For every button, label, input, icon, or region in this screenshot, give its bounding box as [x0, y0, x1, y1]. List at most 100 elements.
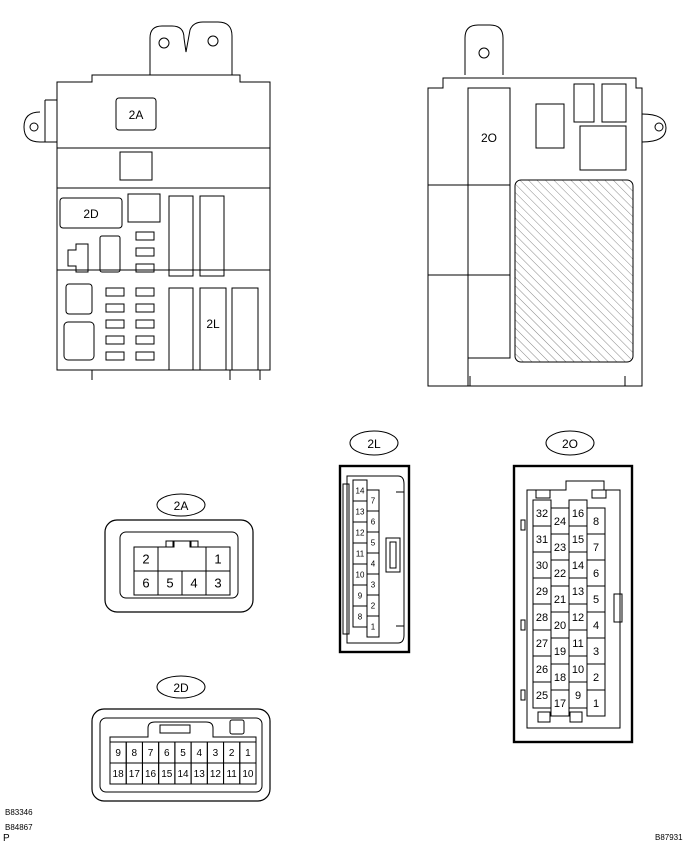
pin-2a-2: 2	[142, 552, 149, 567]
pins-2a: 2 1 6 5 4 3	[133, 546, 231, 596]
pin-2d-5: 5	[180, 748, 186, 759]
pin-2d-14: 14	[177, 769, 189, 780]
pin-2o-30: 30	[536, 560, 548, 572]
title-2d: 2D	[173, 681, 189, 695]
pin-2l-11: 11	[356, 549, 365, 558]
pin-2l-9: 9	[358, 591, 363, 600]
pin-2o-17: 17	[554, 698, 566, 710]
pin-2o-8: 8	[593, 516, 599, 528]
pins-2l: 14 13 12 11 10 9 8 7 6 5 4 3 2 1	[352, 479, 380, 638]
pin-2l-1-cell	[366, 615, 380, 638]
pin-2o-6: 6	[593, 568, 599, 580]
title-2o: 2O	[562, 437, 578, 451]
pin-2o-5: 5	[593, 594, 599, 606]
pin-2o-26: 26	[536, 664, 548, 676]
pin-2d-12: 12	[210, 769, 222, 780]
pin-2a-4: 4	[190, 576, 197, 591]
pin-2o-18: 18	[554, 672, 566, 684]
pin-2d-16: 16	[145, 769, 157, 780]
pin-2l-7: 7	[371, 496, 376, 505]
connector-2o	[512, 464, 634, 744]
pin-2o-1: 1	[593, 698, 599, 710]
title-bubble-2l	[349, 430, 399, 456]
pin-2o-24: 24	[554, 516, 566, 528]
pin-2a-3-cell	[205, 570, 231, 596]
pin-2o-14: 14	[572, 560, 584, 572]
title-bubble-2d	[156, 675, 206, 699]
pin-2d-6: 6	[164, 748, 170, 759]
ref-code-1: B83346	[5, 808, 33, 817]
connector-2a	[104, 519, 254, 613]
pins-2o: 3231302928272625242322212019181716151413…	[532, 499, 606, 717]
pin-2o-12: 12	[572, 612, 584, 624]
pin-2o-29: 29	[536, 586, 548, 598]
label-2d-socket: 2D	[83, 207, 99, 221]
label-2o-socket: 2O	[481, 131, 497, 145]
pin-2o-19: 19	[554, 646, 566, 658]
pin-2d-7: 7	[148, 748, 154, 759]
pin-2d-15: 15	[161, 769, 173, 780]
pin-2d-11: 11	[226, 769, 237, 780]
pin-2o-7: 7	[593, 542, 599, 554]
pin-2o-25: 25	[536, 690, 548, 702]
pin-2a-5: 5	[166, 576, 173, 591]
pin-2o-31: 31	[536, 534, 548, 546]
pin-2o-11: 11	[572, 638, 583, 650]
junction-block-right	[427, 24, 667, 387]
pin-2l-8: 8	[358, 612, 363, 621]
label-2a-socket: 2A	[129, 108, 144, 122]
pin-2l-12: 12	[356, 528, 365, 537]
pin-2o-13: 13	[572, 586, 584, 598]
pin-2o-3: 3	[593, 646, 599, 658]
pin-2d-1: 1	[245, 748, 251, 759]
pin-2l-10: 10	[356, 570, 365, 579]
pin-2o-4: 4	[593, 620, 599, 632]
pin-2a-3: 3	[214, 576, 221, 591]
connector-2d	[91, 708, 271, 802]
pin-2d-9: 9	[115, 748, 121, 759]
pin-2d-8: 8	[132, 748, 138, 759]
pin-2o-16: 16	[572, 508, 584, 520]
pin-2o-32: 32	[536, 508, 548, 520]
pin-2l-2: 2	[371, 601, 376, 610]
pin-2o-20: 20	[554, 620, 566, 632]
pin-2o-21: 21	[554, 594, 566, 606]
pin-2d-13: 13	[194, 769, 206, 780]
pin-2l-3: 3	[371, 580, 376, 589]
pin-2o-23: 23	[554, 542, 566, 554]
ref-code-4: B87931	[655, 833, 683, 842]
label-2l-socket: 2L	[206, 317, 220, 331]
pin-2a-6: 6	[142, 576, 149, 591]
pin-2l-4: 4	[371, 559, 376, 568]
pin-2o-1-cell	[586, 689, 606, 717]
pin-2l-13: 13	[356, 507, 365, 516]
pin-2o-9: 9	[575, 690, 581, 702]
title-2a: 2A	[174, 499, 189, 513]
pin-2d-3: 3	[213, 748, 219, 759]
pin-2o-2: 2	[593, 672, 599, 684]
pin-2d-17: 17	[129, 769, 141, 780]
pin-2d-10-cell	[239, 762, 257, 785]
pin-2d-2: 2	[229, 748, 235, 759]
pin-2a-1: 1	[214, 552, 221, 567]
pin-2o-22: 22	[554, 568, 566, 580]
ref-code-3: P	[3, 833, 10, 844]
pin-2l-6: 6	[371, 517, 376, 526]
connector-2l	[338, 464, 411, 654]
pin-2l-1: 1	[371, 622, 376, 631]
pin-2d-18: 18	[113, 769, 125, 780]
pin-2o-15: 15	[572, 534, 584, 546]
pin-2o-28: 28	[536, 612, 548, 624]
title-2l: 2L	[367, 437, 381, 451]
pin-2l-5: 5	[371, 538, 376, 547]
pin-2d-4: 4	[196, 748, 202, 759]
ref-code-2: B84867	[5, 823, 33, 832]
pin-2d-10: 10	[242, 769, 254, 780]
title-bubble-2a	[156, 493, 206, 517]
junction-block-left	[23, 21, 271, 380]
pin-2o-10: 10	[572, 664, 584, 676]
pin-2o-27: 27	[536, 638, 548, 650]
pin-2l-14: 14	[356, 486, 365, 495]
